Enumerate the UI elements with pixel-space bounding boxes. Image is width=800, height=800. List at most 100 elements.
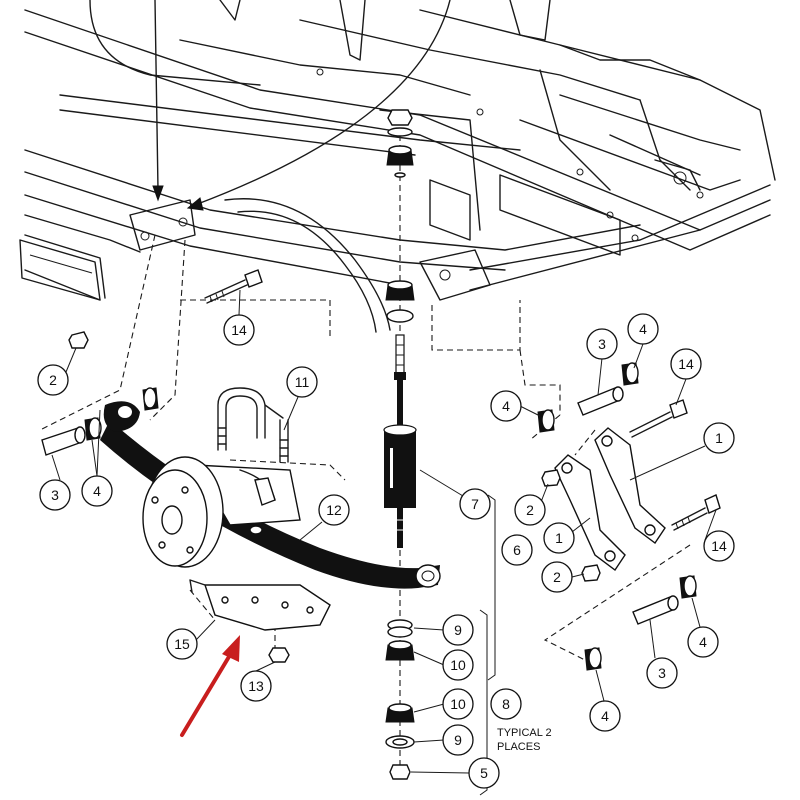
nut-13 <box>268 647 290 663</box>
callout-circle <box>541 561 573 593</box>
callout-circle <box>703 422 735 454</box>
callout-2: 2 <box>514 494 546 526</box>
axle-hub <box>142 456 301 568</box>
callout-label: 14 <box>678 356 694 372</box>
callout-circle <box>81 475 113 507</box>
callout-circle <box>514 494 546 526</box>
callout-6: 6 <box>501 534 533 566</box>
callout-circle <box>166 628 198 660</box>
callout-4: 4 <box>589 700 621 732</box>
callout-label: 9 <box>454 622 462 638</box>
upper-shock-mount <box>385 109 415 323</box>
callout-label: 10 <box>450 696 466 712</box>
callout-circle <box>459 488 491 520</box>
callout-label: 15 <box>174 636 190 652</box>
spring-plate <box>189 579 331 631</box>
callout-circle <box>501 534 533 566</box>
callout-14: 14 <box>223 314 255 346</box>
note-line2: PLACES <box>497 741 540 753</box>
callout-circle <box>240 670 272 702</box>
callout-label: 9 <box>454 732 462 748</box>
callout-15: 15 <box>166 628 198 660</box>
callout-label: 1 <box>715 430 723 446</box>
callout-label: 4 <box>639 321 647 337</box>
callout-10: 10 <box>442 649 474 681</box>
callout-circle <box>442 688 474 720</box>
callout-14: 14 <box>703 530 735 562</box>
callout-circle <box>442 614 474 646</box>
callout-circle <box>223 314 255 346</box>
highlight-arrow <box>180 635 240 737</box>
callout-label: 14 <box>711 538 727 554</box>
lower-shock-mount <box>385 619 415 780</box>
callout-1: 1 <box>703 422 735 454</box>
callout-circle <box>490 688 522 720</box>
typical-note: TYPICAL 2 PLACES <box>497 727 552 753</box>
callout-circle <box>703 530 735 562</box>
u-bolt <box>217 387 289 463</box>
callout-circle <box>286 366 318 398</box>
callout-label: 13 <box>248 678 264 694</box>
callout-circle <box>318 494 350 526</box>
callout-circle <box>442 649 474 681</box>
callout-circle <box>670 348 702 380</box>
front-bushings <box>41 269 263 456</box>
callout-circle <box>646 657 678 689</box>
callout-9: 9 <box>442 724 474 756</box>
assembly-guides <box>39 135 691 770</box>
callout-8: 8 <box>490 688 522 720</box>
callout-label: 4 <box>699 634 707 650</box>
callout-circle <box>490 390 522 422</box>
callout-2: 2 <box>37 364 69 396</box>
callout-label: 6 <box>513 542 521 558</box>
callout-label: 4 <box>93 483 101 499</box>
callout-label: 4 <box>502 398 510 414</box>
callout-4: 4 <box>687 626 719 658</box>
grouping-brackets <box>479 494 496 796</box>
callout-label: 14 <box>231 322 247 338</box>
callout-3: 3 <box>586 328 618 360</box>
callout-label: 1 <box>555 530 563 546</box>
callout-label: 7 <box>471 496 479 512</box>
callout-7: 7 <box>459 488 491 520</box>
callout-9: 9 <box>442 614 474 646</box>
callout-4: 4 <box>81 475 113 507</box>
callout-label: 4 <box>601 708 609 724</box>
callout-5: 5 <box>468 757 500 789</box>
callout-label: 3 <box>51 487 59 503</box>
callout-circle <box>39 479 71 511</box>
callout-11: 11 <box>286 366 318 398</box>
rear-shackle <box>537 362 721 671</box>
callout-12: 12 <box>318 494 350 526</box>
callout-10: 10 <box>442 688 474 720</box>
callout-label: 2 <box>553 569 561 585</box>
vehicle-frame <box>19 0 776 333</box>
callout-label: 5 <box>480 765 488 781</box>
callout-label: 12 <box>326 502 342 518</box>
callout-3: 3 <box>39 479 71 511</box>
leaf-spring <box>100 401 441 589</box>
callout-3: 3 <box>646 657 678 689</box>
callout-4: 4 <box>627 313 659 345</box>
callout-13: 13 <box>240 670 272 702</box>
callout-circle <box>589 700 621 732</box>
callout-4: 4 <box>490 390 522 422</box>
callout-label: 3 <box>598 336 606 352</box>
callout-circle <box>586 328 618 360</box>
callout-label: 2 <box>49 372 57 388</box>
callout-circle <box>543 522 575 554</box>
reference-arrows <box>152 0 451 211</box>
callout-circle <box>687 626 719 658</box>
callout-label: 11 <box>295 374 310 390</box>
callout-label: 3 <box>658 665 666 681</box>
callout-circle <box>627 313 659 345</box>
shock-absorber <box>383 334 417 548</box>
callout-label: 2 <box>526 502 534 518</box>
callout-circle <box>468 757 500 789</box>
leader-lines <box>51 289 717 774</box>
callout-label: 8 <box>502 696 510 712</box>
callout-1: 1 <box>543 522 575 554</box>
